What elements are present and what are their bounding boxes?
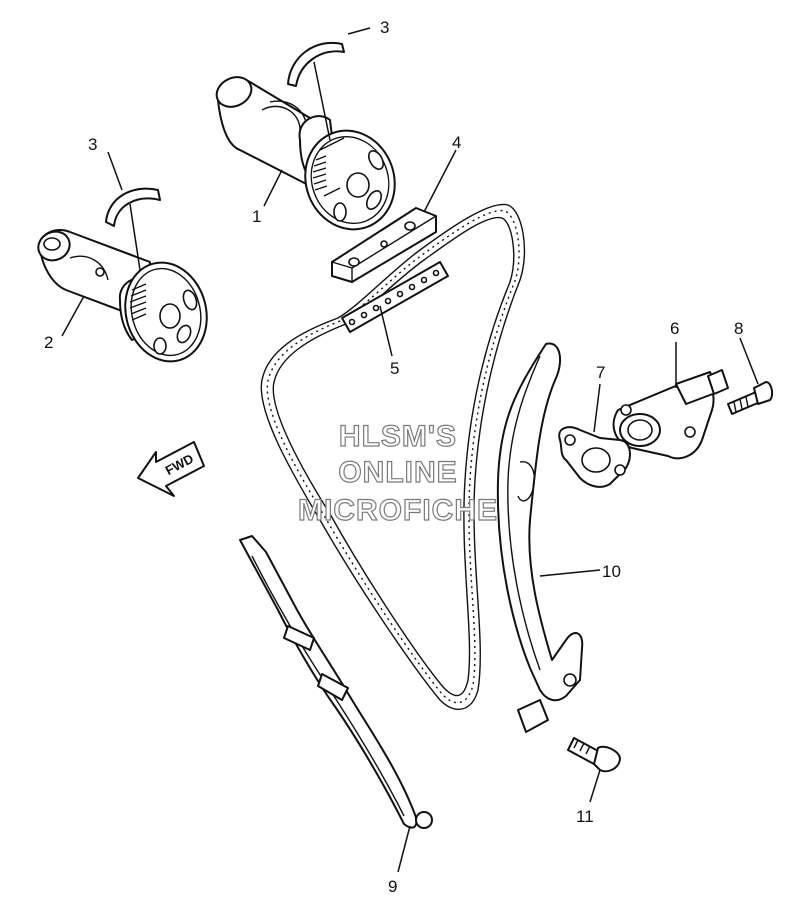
callout-1: 1 bbox=[252, 207, 261, 226]
chain-guide-exhaust[interactable] bbox=[496, 342, 584, 733]
callout-11: 11 bbox=[576, 807, 594, 826]
callout-2: 2 bbox=[44, 333, 53, 352]
callout-5: 5 bbox=[390, 359, 399, 378]
callout-10: 10 bbox=[602, 562, 621, 581]
camshaft-intake[interactable] bbox=[34, 227, 218, 371]
camshaft-exhaust[interactable] bbox=[212, 72, 409, 242]
clip-left[interactable] bbox=[105, 187, 161, 227]
cam-chain-tensioner[interactable] bbox=[612, 369, 729, 460]
forward-arrow-icon: FWD bbox=[137, 441, 205, 497]
chain-guide-plate[interactable] bbox=[331, 207, 437, 283]
watermark: HLSM'S ONLINE MICROFICHE bbox=[297, 419, 498, 527]
callout-9: 9 bbox=[388, 877, 397, 896]
chain-link-detail bbox=[341, 261, 449, 333]
watermark-line-1: HLSM'S bbox=[339, 420, 457, 453]
watermark-line-3: MICROFICHE bbox=[298, 494, 498, 527]
callout-8: 8 bbox=[734, 319, 743, 338]
guide-bolt[interactable] bbox=[567, 737, 621, 773]
tensioner-gasket[interactable] bbox=[558, 426, 631, 488]
callout-numbers: 1 2 3 3 4 5 6 7 8 9 10 11 bbox=[44, 18, 743, 896]
callout-4: 4 bbox=[452, 133, 461, 152]
callout-7: 7 bbox=[596, 363, 605, 382]
watermark-line-2: ONLINE bbox=[338, 456, 457, 489]
timing-chain[interactable] bbox=[260, 203, 526, 710]
callout-3-upper: 3 bbox=[380, 18, 389, 37]
leader-lines bbox=[61, 27, 759, 873]
clip-upper[interactable] bbox=[287, 41, 345, 87]
tensioner-bolt[interactable] bbox=[727, 381, 774, 415]
callout-6: 6 bbox=[670, 319, 679, 338]
chain-guide-intake[interactable] bbox=[239, 535, 433, 829]
callout-3-left: 3 bbox=[88, 135, 97, 154]
